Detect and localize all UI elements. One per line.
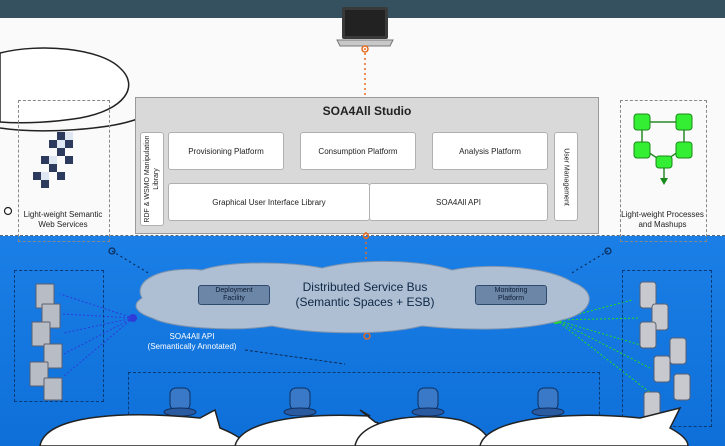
- studio-title: SOA4All Studio: [322, 104, 412, 118]
- bus-title: Distributed Service Bus (Semantic Spaces…: [270, 280, 460, 310]
- monitoring-platform: Monitoring Platform: [475, 285, 547, 305]
- studio-bus-connector: [362, 232, 370, 272]
- deployment-line2: Facility: [223, 295, 245, 302]
- top-cloud-callout: [0, 47, 141, 132]
- left-port-icon: [3, 206, 13, 216]
- api-annotation-line1: SOA4All API: [169, 332, 215, 341]
- bottom-cloud-callouts: [39, 406, 689, 446]
- soa4all-studio: SOA4All Studio RDF & WSMO Manipulation L…: [135, 97, 599, 234]
- rdf-wsmo-library: RDF & WSMO Manipulation Library: [140, 132, 164, 226]
- laptop-icon: [336, 7, 394, 47]
- monitoring-line1: Monitoring: [494, 287, 528, 294]
- semantic-web-services-panel: [18, 100, 110, 242]
- studio-api: SOA4All API: [369, 183, 548, 221]
- cloud-icon: [135, 260, 590, 334]
- semantic-web-services-label: Light-weight Semantic Web Services: [23, 210, 103, 229]
- api-annotation: SOA4All API (Semantically Annotated): [122, 332, 262, 352]
- deployment-line1: Deployment: [215, 287, 253, 294]
- server-icon: [29, 283, 63, 401]
- user-management: User Management: [554, 132, 578, 221]
- bus-title-line1: Distributed Service Bus: [302, 280, 428, 294]
- analysis-platform: Analysis Platform: [432, 132, 548, 170]
- left-server-panel: [14, 270, 104, 402]
- monitoring-line2: Platform: [497, 295, 525, 302]
- api-annotation-line2: (Semantically Annotated): [147, 342, 237, 351]
- user-icon: [283, 387, 317, 416]
- rdf-wsmo-label: RDF & WSMO Manipulation Library: [144, 135, 160, 223]
- provisioning-platform: Provisioning Platform: [168, 132, 284, 170]
- layer-separator: [0, 235, 725, 237]
- consumption-platform: Consumption Platform: [300, 132, 416, 170]
- gui-library: Graphical User Interface Library: [168, 183, 370, 221]
- user-management-label: User Management: [562, 147, 570, 206]
- process-flow-icon: [633, 113, 693, 185]
- processes-mashups-panel: [620, 100, 707, 242]
- laptop-connector: [361, 45, 369, 99]
- user-icon: [531, 387, 565, 416]
- database-icon: [639, 281, 691, 419]
- processes-mashups-label: Light-weight Processes and Mashups: [621, 210, 704, 229]
- semantic-grid-icon: [33, 132, 73, 188]
- user-icon: [163, 387, 197, 416]
- bus-title-line2: (Semantic Spaces + ESB): [295, 295, 435, 309]
- deployment-facility: Deployment Facility: [198, 285, 270, 305]
- user-icon: [411, 387, 445, 416]
